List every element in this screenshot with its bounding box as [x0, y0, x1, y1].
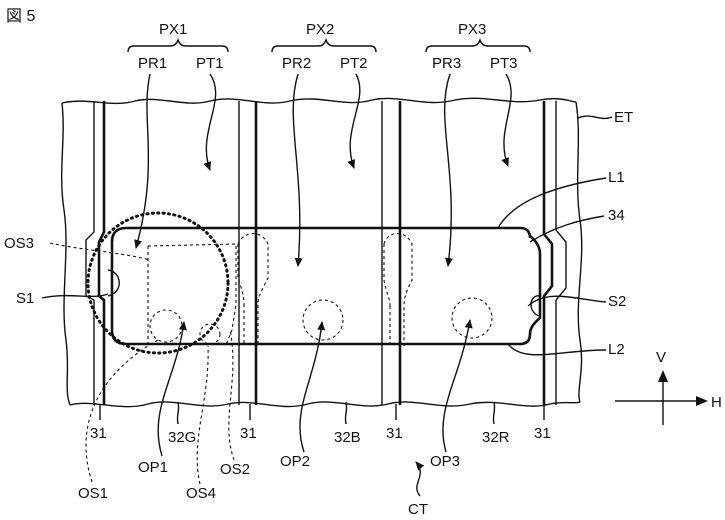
label-l1: L1	[608, 169, 625, 186]
label-px2: PX2	[306, 21, 334, 38]
direction-axes	[615, 370, 708, 425]
label-et: ET	[614, 109, 633, 126]
label-op1: OP1	[138, 459, 168, 476]
opening-op2	[303, 300, 343, 340]
label-os4: OS4	[186, 485, 216, 502]
label-os2: OS2	[220, 461, 250, 478]
label-op3: OP3	[430, 453, 460, 470]
label-s2: S2	[608, 293, 626, 310]
partition-bank-g-b	[239, 101, 256, 405]
substrate-left-edge	[62, 103, 70, 405]
label-32b: 32B	[334, 429, 361, 446]
arrow-pt1	[206, 74, 215, 170]
label-34: 34	[608, 207, 625, 224]
conductive-layer-34	[112, 228, 540, 344]
contact-s1-arc	[108, 270, 119, 296]
opening-op3	[452, 298, 492, 338]
arrow-ct	[416, 462, 420, 496]
arrow-pt2	[350, 74, 360, 168]
label-ct: CT	[408, 501, 428, 518]
label-v: V	[656, 349, 666, 366]
label-s1: S1	[16, 290, 34, 307]
label-pt1: PT1	[196, 55, 224, 72]
label-pr2: PR2	[282, 55, 311, 72]
substrate-top-edge	[62, 98, 576, 103]
label-pt3: PT3	[490, 55, 518, 72]
v-arrowhead	[658, 370, 668, 382]
arrow-op3	[443, 320, 470, 452]
label-32r: 32R	[482, 429, 510, 446]
neck-opening-br	[384, 234, 412, 347]
label-31d: 31	[534, 425, 551, 442]
opening-os4	[200, 324, 220, 344]
highlight-circle	[88, 213, 228, 353]
arrow-pr2	[293, 74, 300, 266]
arrow-pr3	[445, 74, 452, 266]
label-pr3: PR3	[432, 55, 461, 72]
partition-bank-b-r	[382, 101, 400, 405]
arrow-pt3	[504, 74, 511, 166]
label-31c: 31	[386, 425, 403, 442]
label-os3: OS3	[4, 235, 34, 252]
opening-op1	[150, 310, 182, 342]
label-l2: L2	[608, 341, 625, 358]
label-op2: OP2	[280, 453, 310, 470]
label-31b: 31	[240, 425, 257, 442]
label-os1: OS1	[78, 485, 108, 502]
arrow-op2	[300, 322, 322, 452]
label-32g: 32G	[168, 429, 196, 446]
figure-title: 図 5	[6, 8, 35, 25]
label-pr1: PR1	[138, 55, 167, 72]
label-px3: PX3	[458, 21, 486, 38]
label-pt2: PT2	[340, 55, 368, 72]
label-px1: PX1	[159, 21, 187, 38]
pixel-brackets	[128, 40, 530, 52]
substrate-right-edge	[576, 102, 582, 402]
dashed-openings	[108, 234, 540, 347]
neck-opening-gb	[238, 234, 268, 347]
label-h: H	[711, 394, 722, 411]
partition-bank-right	[544, 101, 566, 405]
h-arrowhead	[696, 396, 708, 406]
label-31a: 31	[90, 425, 107, 442]
substrate-bottom-edge	[70, 402, 580, 407]
opening-os3-outline	[148, 244, 236, 345]
